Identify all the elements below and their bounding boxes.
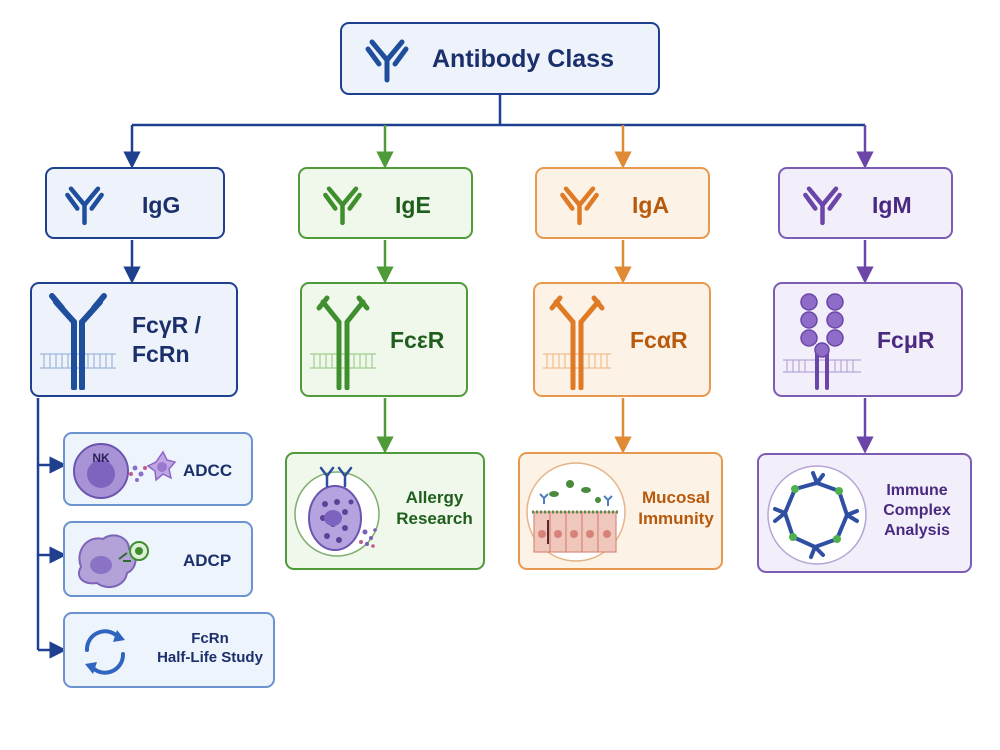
macrophage-icon (78, 534, 149, 589)
class-label-igm: IgM (872, 192, 912, 218)
application-label-adcc: ADCC (183, 461, 233, 480)
membrane-receptor-icon (310, 295, 376, 390)
membrane-receptor-icon (40, 293, 116, 390)
receptor-node-iga: FcαR (533, 282, 711, 397)
nk-label: NK (92, 451, 110, 465)
class-label-igg: IgG (142, 192, 181, 218)
class-node-igm: IgM (778, 167, 953, 239)
immune-complex-icon (767, 465, 867, 565)
application-label-adcp: ADCP (183, 551, 232, 570)
application-allergy-research: Allergy Research (285, 452, 485, 570)
receptor-node-igg: FcγR / FcRn (30, 282, 238, 397)
application-adcp: ADCP (63, 521, 253, 597)
class-label-ige: IgE (395, 192, 431, 218)
antibody-icon (560, 186, 599, 226)
recycle-arrows-icon (84, 629, 126, 675)
class-label-iga: IgA (632, 192, 670, 218)
application-label-allergy: Allergy Research (396, 488, 473, 529)
receptor-label-igg: FcγR / FcRn (132, 312, 202, 367)
application-fcrn-half-life: FcRn Half-Life Study (63, 612, 275, 688)
receptor-label-iga: FcαR (630, 327, 688, 353)
epithelium-icon (526, 462, 626, 562)
application-label-fcrn: FcRn Half-Life Study (157, 630, 263, 666)
class-node-igg: IgG (45, 167, 225, 239)
antibody-icon (65, 186, 104, 226)
receptor-node-igm: FcμR (773, 282, 963, 397)
application-label-mucosal: Mucosal Immunity (638, 488, 714, 529)
antibody-icon (365, 39, 409, 83)
application-label-immune-complex: Immune Complex Analysis (883, 482, 951, 539)
application-adcc: NK ADCC (63, 432, 253, 506)
class-node-iga: IgA (535, 167, 710, 239)
receptor-node-ige: FcεR (300, 282, 468, 397)
root-label: Antibody Class (432, 45, 614, 73)
receptor-label-igm: FcμR (877, 327, 935, 353)
nk-cell-icon: NK (73, 443, 177, 499)
application-mucosal-immunity: Mucosal Immunity (518, 452, 723, 570)
receptor-label-ige: FcεR (390, 327, 445, 353)
application-immune-complex-analysis: Immune Complex Analysis (757, 453, 972, 573)
class-node-ige: IgE (298, 167, 473, 239)
antibody-icon (803, 186, 842, 226)
membrane-receptor-icon (783, 293, 861, 390)
antibody-icon (323, 186, 362, 226)
root-node: Antibody Class (340, 22, 660, 95)
membrane-receptor-icon (543, 295, 611, 390)
mast-cell-icon (294, 466, 380, 557)
